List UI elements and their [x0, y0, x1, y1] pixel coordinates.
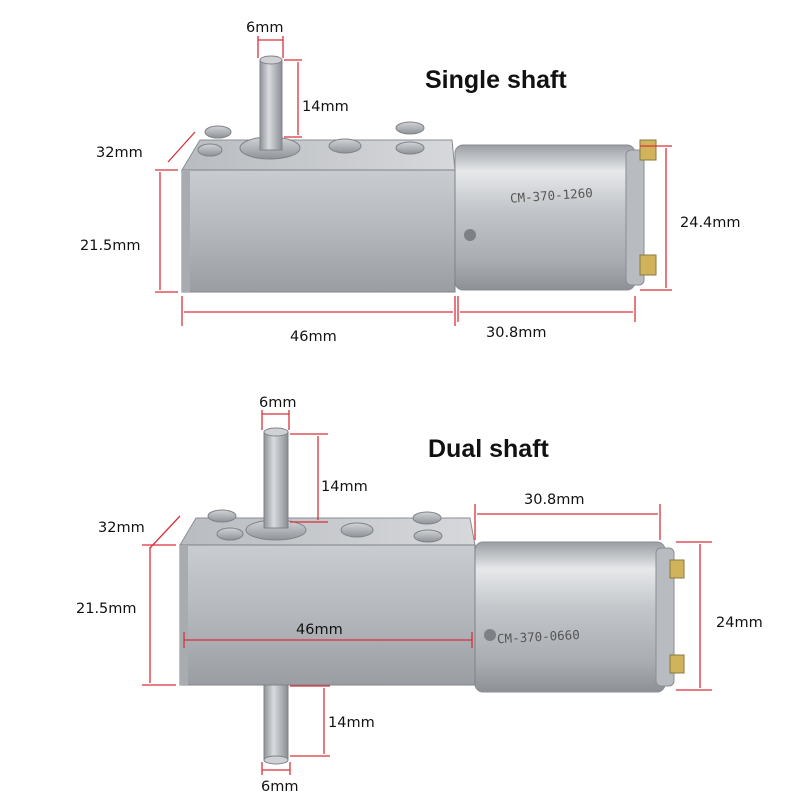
motor-terminal-icon [639, 139, 657, 161]
single-shaft-length-label: 14mm [302, 99, 349, 115]
dual-shaft-diagram: Dual shaft CM-370-0660 [76, 395, 763, 795]
dual-bottom-shaft-diameter-label: 6mm [261, 779, 298, 795]
single-motor-diameter-label: 24.4mm [680, 215, 741, 231]
single-gearbox-length-label: 46mm [290, 329, 337, 345]
dual-motor: CM-370-0660 [474, 541, 685, 693]
dual-height-label: 21.5mm [76, 601, 137, 617]
single-motor-length-label: 30.8mm [486, 325, 547, 341]
single-output-shaft [259, 59, 283, 151]
dual-gearbox [179, 509, 476, 686]
motor-terminal-icon [669, 559, 685, 579]
motor-terminal-icon [639, 254, 657, 276]
dual-top-shaft [263, 431, 289, 529]
dual-top-shaft-length-label: 14mm [321, 479, 368, 495]
dual-gearbox-length-label: 46mm [296, 622, 343, 638]
single-dimension-labels: 6mm 14mm 32mm 21.5mm 46mm 30.8mm 24.4mm [80, 20, 741, 345]
single-shaft-title: Single shaft [425, 66, 567, 94]
motor-terminal-icon [669, 654, 685, 674]
dual-motor-label: CM-370-0660 [497, 627, 580, 646]
dual-shaft-title: Dual shaft [428, 435, 550, 463]
dual-bottom-shaft-length-label: 14mm [328, 715, 375, 731]
single-height-label: 21.5mm [80, 238, 141, 254]
dual-dimension-labels: 6mm 14mm 32mm 21.5mm 46mm 30.8mm 24mm 14… [76, 395, 763, 795]
single-motor-label: CM-370-1260 [510, 185, 594, 206]
single-depth-label: 32mm [96, 145, 143, 161]
single-motor: CM-370-1260 [454, 139, 657, 291]
dual-motor-length-label: 30.8mm [524, 492, 585, 508]
dual-depth-label: 32mm [98, 520, 145, 536]
single-shaft-diagram: Single shaft CM-370-1260 [80, 20, 741, 345]
single-shaft-diameter-label: 6mm [246, 20, 283, 36]
dual-top-shaft-diameter-label: 6mm [259, 395, 296, 411]
dual-bottom-shaft [263, 679, 289, 761]
dual-motor-diameter-label: 24mm [716, 615, 763, 631]
single-gearbox [181, 121, 456, 293]
dual-dimension-lines [142, 410, 712, 775]
single-dimension-lines [155, 36, 672, 326]
